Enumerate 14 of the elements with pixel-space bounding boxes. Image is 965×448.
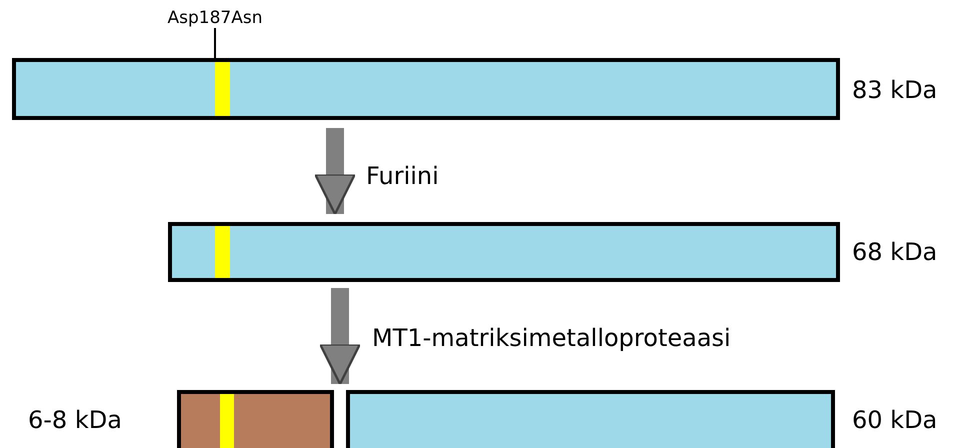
mutation-label: Asp187Asn — [140, 8, 290, 28]
protein-bar — [12, 58, 840, 120]
fragment-bar — [177, 390, 334, 448]
cleavage-arrow — [319, 288, 361, 386]
mutation-band — [220, 394, 234, 448]
mutation-band — [215, 226, 230, 278]
mutation-band — [215, 62, 230, 116]
mass-label: 60 kDa — [852, 406, 938, 434]
protein-bar — [168, 222, 840, 282]
mass-label: 68 kDa — [852, 238, 938, 266]
fragment-bar — [346, 390, 835, 448]
cleavage-arrow — [314, 128, 356, 216]
mass-label: 83 kDa — [852, 76, 938, 104]
mass-label: 6-8 kDa — [28, 406, 122, 434]
